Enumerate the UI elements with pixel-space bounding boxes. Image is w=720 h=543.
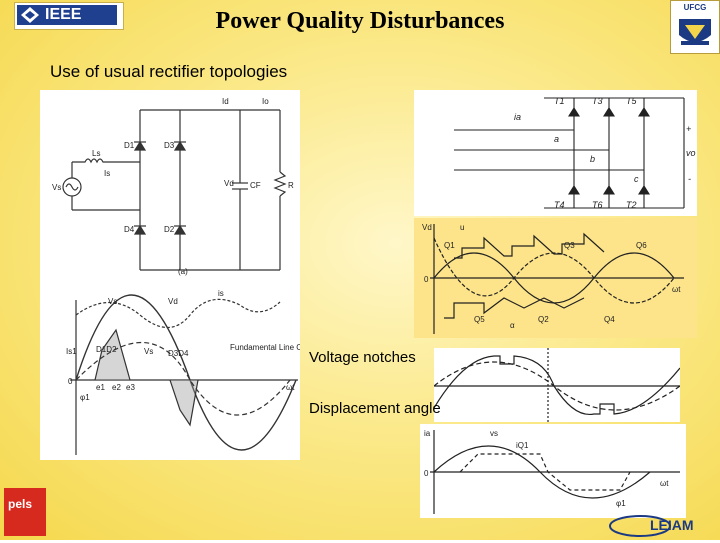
wave-e2-label: e2 [112, 383, 121, 392]
disp-ia-label: ia [424, 429, 431, 438]
a-label: a [554, 134, 559, 144]
plus-label: + [686, 124, 691, 134]
wt-wave-label: ωt [672, 285, 681, 294]
three-phase-wave-figure: Vd u Q1 Q3 Q6 Q5 Q2 Q4 0 ωt α [422, 223, 684, 334]
displacement-angle-panel: ia vs iQ1 0 ωt φ1 [420, 424, 686, 518]
single-phase-rectifier-figure: Vs Ls Is Id Io Vd CF R D1 D3 D4 D2 (a) V… [52, 97, 324, 455]
wave-vd-label: Vd [168, 297, 178, 306]
wave-zero-label: 0 [68, 377, 73, 386]
zero-wave-label: 0 [424, 275, 429, 284]
leiam-logo-text: LEIAM [650, 517, 694, 533]
voltage-notches-label: Voltage notches [309, 349, 416, 366]
wave-vs-label: Vs [108, 297, 117, 306]
d1-label: D1 [124, 141, 135, 150]
ufcg-logo: UFCG [670, 0, 720, 54]
wave-vs2-label: Vs [144, 347, 153, 356]
u-label: u [460, 223, 464, 232]
voltage-notches-panel [433, 348, 681, 422]
three-phase-rectifier-figure: T1 T3 T5 T4 T6 T2 ia a b c vo + - [454, 96, 696, 210]
r-label: R [288, 181, 294, 190]
q3-label: Q3 [564, 241, 575, 250]
displacement-angle-figure: ia vs iQ1 0 ωt φ1 [424, 429, 680, 514]
three-phase-rectifier-panel: T1 T3 T5 T4 T6 T2 ia a b c vo + - [414, 90, 697, 216]
leiam-logo-icon: LEIAM [609, 515, 694, 537]
t1-label: T1 [554, 96, 565, 106]
ufcg-logo-text: UFCG [683, 3, 707, 12]
circuit-caption: (a) [178, 267, 188, 276]
cf-label: CF [250, 181, 261, 190]
d3-label: D3 [164, 141, 175, 150]
t4-label: T4 [554, 200, 565, 210]
is-label: Is [104, 169, 110, 178]
wave-d1d2-label: D1D2 [96, 345, 117, 354]
disp-phi-label: φ1 [616, 499, 626, 508]
single-phase-rectifier-panel: Vs Ls Is Id Io Vd CF R D1 D3 D4 D2 (a) V… [40, 90, 324, 460]
vs-label: Vs [52, 183, 61, 192]
q2-label: Q2 [538, 315, 549, 324]
wave-e3-label: e3 [126, 383, 135, 392]
io-label: Io [262, 97, 269, 106]
voltage-notches-figure [433, 348, 681, 422]
wave-d3d4-label: D3D4 [168, 349, 189, 358]
c-label: c [634, 174, 639, 184]
q4-label: Q4 [604, 315, 615, 324]
disp-zero-label: 0 [424, 469, 429, 478]
q5-label: Q5 [474, 315, 485, 324]
alpha-label: α [510, 321, 515, 330]
ieee-logo: IEEE [14, 2, 124, 30]
slide-subtitle: Use of usual rectifier topologies [50, 62, 288, 81]
slide-title: Power Quality Disturbances [215, 8, 505, 34]
displacement-angle-label: Displacement angle [309, 400, 441, 417]
q6-label: Q6 [636, 241, 647, 250]
pels-logo-icon: pels [4, 488, 46, 536]
ieee-diamond-icon [21, 7, 39, 23]
t2-label: T2 [626, 200, 637, 210]
wave-is1-label: Is1 [66, 347, 77, 356]
three-phase-wave-panel: Vd u Q1 Q3 Q6 Q5 Q2 Q4 0 ωt α [414, 218, 697, 338]
d4-label: D4 [124, 225, 135, 234]
ufcg-emblem-icon [679, 19, 711, 45]
wave-is-label: is [218, 289, 224, 298]
ls-label: Ls [92, 149, 100, 158]
b-label: b [590, 154, 595, 164]
t3-label: T3 [592, 96, 603, 106]
t5-label: T5 [626, 96, 637, 106]
disp-vs-label: vs [490, 429, 498, 438]
wave-wt-label: ωt [286, 383, 295, 392]
wave-phi-label: φ1 [80, 393, 90, 402]
t6-label: T6 [592, 200, 603, 210]
disp-wt-label: ωt [660, 479, 669, 488]
disp-iq1-label: iQ1 [516, 441, 529, 450]
ieee-logo-text: IEEE [17, 5, 117, 25]
wave-fund-label: Fundamental Line Current [230, 343, 300, 352]
leiam-logo: LEIAM [600, 512, 716, 538]
vd-wave-label: Vd [422, 223, 432, 232]
pels-logo-text: pels [8, 497, 32, 511]
ia-label: ia [514, 112, 521, 122]
q1-label: Q1 [444, 241, 455, 250]
d2-label: D2 [164, 225, 175, 234]
id-label: Id [222, 97, 229, 106]
minus-label: - [688, 174, 691, 184]
wave-e1-label: e1 [96, 383, 105, 392]
vo-label: vo [686, 148, 696, 158]
pels-logo: pels [4, 488, 46, 536]
vd-label: Vd [224, 179, 234, 188]
